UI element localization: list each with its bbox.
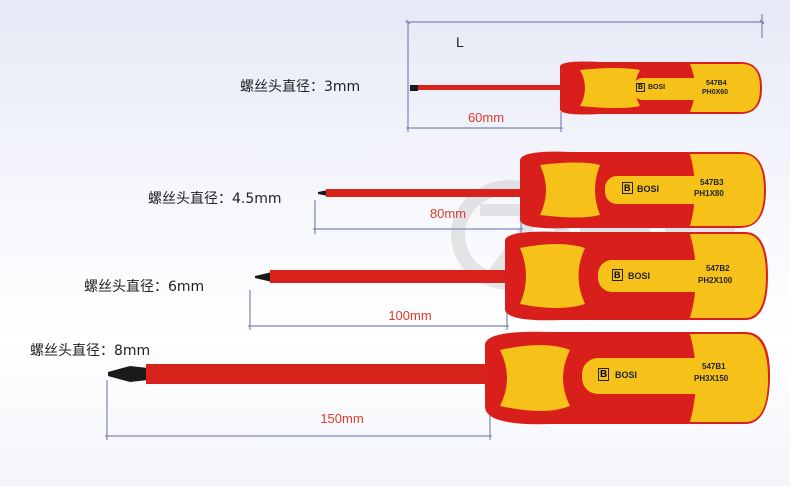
handle-label-547b3: B BOSI 547B3 PH1X80: [622, 178, 724, 198]
handle-label-547b2: B BOSI 547B2 PH2X100: [612, 264, 733, 285]
diameter-label-4-5mm: 螺丝头直径：4.5mm: [148, 191, 282, 207]
diameter-label-8mm: 螺丝头直径：8mm: [30, 343, 151, 359]
screwdriver-547b4: [410, 61, 762, 115]
length-label-80mm: 80mm: [429, 206, 467, 221]
screwdriver-547b3: [318, 151, 766, 229]
length-label-60mm: 60mm: [467, 110, 505, 125]
bosi-logo-icon: B: [612, 269, 623, 281]
screwdriver-547b2: [255, 231, 768, 321]
handle-label-547b1: B BOSI 547B1 PH3X150: [598, 362, 729, 383]
bosi-logo-icon: B: [622, 182, 633, 194]
length-label-100mm: 100mm: [388, 308, 432, 323]
bosi-logo-icon: B: [636, 83, 646, 92]
bosi-logo-icon: B: [598, 368, 610, 381]
diameter-label-6mm: 螺丝头直径：6mm: [84, 279, 205, 295]
length-label-150mm: 150mm: [320, 411, 364, 426]
diameter-label-3mm: 螺丝头直径：3mm: [240, 79, 361, 95]
handle-label-547b4: B BOSI 547B4 PH0X60: [636, 80, 729, 96]
dimension-l-label: L: [456, 34, 464, 50]
screwdriver-547b1: [108, 331, 770, 425]
